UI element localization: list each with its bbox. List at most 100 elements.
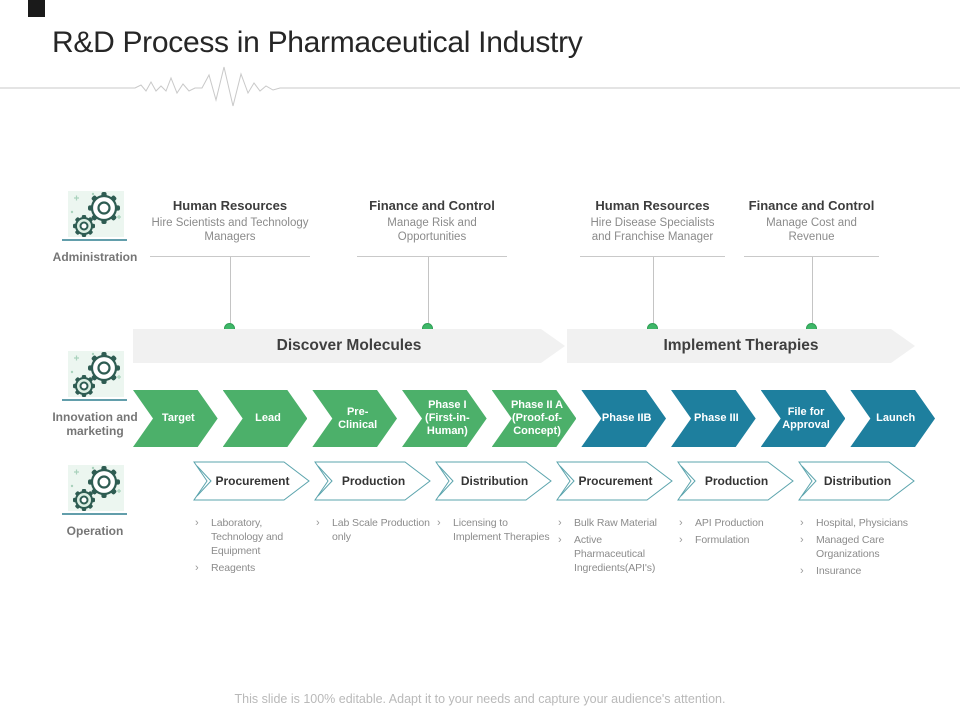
phase-chevron-target: Target	[133, 390, 218, 447]
phase-chevron-phase-2b: Phase IIB	[581, 390, 666, 447]
card-subtitle: Hire Disease Specialists and Franchise M…	[590, 217, 715, 243]
corner-accent-square	[28, 0, 45, 17]
band-discover-molecules: Discover Molecules	[133, 329, 565, 363]
row-innovation-marketing: Innovation and marketing	[40, 348, 150, 438]
bullet-marker: ›	[558, 534, 562, 546]
phase-chevron-phase-3: Phase III	[671, 390, 756, 447]
bullet-column-production-1: › Lab Scale Production only	[316, 516, 432, 547]
list-item: › Lab Scale Production only	[316, 516, 432, 544]
chevron-label: Phase IIB	[601, 412, 652, 424]
chevron-label: Launch	[876, 412, 916, 424]
outlined-chevron-icon	[193, 461, 310, 501]
gears-icon	[60, 188, 130, 246]
operation-chevron-procurement-2: Procurement	[556, 461, 673, 501]
operation-chevron-label: Production	[341, 474, 406, 488]
admin-card-finance-control-1: Finance and Control Manage Risk and Oppo…	[357, 198, 507, 257]
bullet-marker: ›	[316, 517, 320, 529]
operation-chevron-distribution-2: Distribution	[798, 461, 915, 501]
phase-chevron-file-approval: File for Approval	[761, 390, 846, 447]
bullet-marker: ›	[195, 562, 199, 574]
operation-chevron-procurement-1: Procurement	[193, 461, 310, 501]
bullet-marker: ›	[558, 517, 562, 529]
operation-chevron-label: Distribution	[460, 474, 529, 488]
card-title: Human Resources	[172, 198, 288, 213]
bullet-column-procurement-2: › Bulk Raw Material › Active Pharmaceutica…	[558, 516, 674, 578]
connector-line	[428, 257, 429, 329]
list-item: › Laboratory, Technology and Equipment	[195, 516, 311, 558]
phase-chevron-pre-clinical: Pre-Clinical	[312, 390, 397, 447]
list-item: › Bulk Raw Material	[558, 516, 674, 530]
chevron-label: File for Approval	[782, 405, 830, 431]
connector-line	[230, 257, 231, 329]
bullet-column-production-2: › API Production › Formulation	[679, 516, 795, 550]
outlined-chevron-icon	[677, 461, 794, 501]
bullet-text: Laboratory, Technology and Equipment	[211, 517, 284, 557]
row-operation: Operation	[40, 462, 150, 538]
bullet-text: API Production	[695, 517, 764, 529]
gears-icon	[60, 348, 130, 406]
bullet-text: Managed Care Organizations	[816, 534, 885, 560]
list-item: › Hospital, Physicians	[800, 516, 916, 530]
phase-chevron-launch: Launch	[850, 390, 935, 447]
bullet-text: Active Pharmaceutical Ingredients(API's)	[574, 534, 656, 574]
admin-card-human-resources-2: Human Resources Hire Disease Specialists…	[580, 198, 725, 257]
list-item: › API Production	[679, 516, 795, 530]
footer-note: This slide is 100% editable. Adapt it to…	[234, 692, 726, 706]
gears-icon	[60, 462, 130, 520]
bullet-marker: ›	[679, 517, 683, 529]
operation-chevron-production-1: Production	[314, 461, 431, 501]
outlined-chevron-icon	[556, 461, 673, 501]
operation-chevron-production-2: Production	[677, 461, 794, 501]
operation-chevron-label: Distribution	[823, 474, 892, 488]
list-item: › Reagents	[195, 561, 311, 575]
operation-chevron-label: Procurement	[578, 474, 653, 488]
operation-chevron-label: Production	[704, 474, 769, 488]
bullet-marker: ›	[800, 534, 804, 546]
chevron-label: Phase I (First-in-Human)	[425, 399, 470, 437]
bullet-text: Licensing to Implement Therapies	[453, 517, 550, 543]
phase-chevron-lead: Lead	[223, 390, 308, 447]
card-title: Human Resources	[595, 198, 710, 213]
bullet-marker: ›	[195, 517, 199, 529]
chevron-label: Phase III	[694, 412, 739, 424]
bullet-text: Bulk Raw Material	[574, 517, 657, 529]
chevron-label: Lead	[255, 412, 281, 424]
operation-chevron-distribution-1: Distribution	[435, 461, 552, 501]
bullet-column-distribution-1: › Licensing to Implement Therapies	[437, 516, 553, 547]
bullet-text: Hospital, Physicians	[816, 517, 908, 529]
page-title: R&D Process in Pharmaceutical Industry	[52, 26, 583, 59]
bullet-marker: ›	[800, 565, 804, 577]
card-subtitle: Manage Cost and Revenue	[766, 217, 857, 243]
bullet-marker: ›	[437, 517, 441, 529]
bullet-text: Lab Scale Production only	[332, 517, 430, 543]
bullet-column-procurement-1: › Laboratory, Technology and Equipment › R…	[195, 516, 311, 578]
card-subtitle: Hire Scientists and Technology Managers	[151, 217, 309, 243]
row-administration: Administration	[40, 188, 150, 264]
bullet-marker: ›	[679, 534, 683, 546]
list-item: ›Insurance	[800, 564, 916, 578]
card-title: Finance and Control	[369, 198, 495, 213]
heartbeat-line-icon	[0, 66, 960, 107]
bullet-marker: ›	[800, 517, 804, 529]
card-subtitle: Manage Risk and Opportunities	[387, 217, 477, 243]
band-label: Discover Molecules	[276, 337, 422, 354]
admin-card-finance-control-2: Finance and Control Manage Cost and Reve…	[744, 198, 879, 257]
list-item: › Managed Care Organizations	[800, 533, 916, 561]
row-label-innovation-marketing: Innovation and marketing	[52, 410, 138, 438]
row-label-operation: Operation	[66, 524, 124, 538]
outlined-chevron-icon	[798, 461, 915, 501]
list-item: › Formulation	[679, 533, 795, 547]
chevron-label: Phase II A (Proof-of-Concept)	[510, 399, 564, 437]
connector-line	[653, 257, 654, 329]
phase-chevron-phase-2a: Phase II A (Proof-of-Concept)	[492, 390, 577, 447]
band-label: Implement Therapies	[663, 337, 819, 354]
bullet-column-distribution-2: › Hospital, Physicians › Managed Care Orga…	[800, 516, 916, 581]
bullet-text: Reagents	[211, 562, 256, 574]
operation-chevron-label: Procurement	[215, 474, 290, 488]
chevron-label: Target	[161, 412, 195, 424]
band-implement-therapies: Implement Therapies	[567, 329, 915, 363]
outlined-chevron-icon	[314, 461, 431, 501]
bullet-text: Formulation	[695, 534, 750, 546]
row-label-administration: Administration	[52, 250, 138, 264]
